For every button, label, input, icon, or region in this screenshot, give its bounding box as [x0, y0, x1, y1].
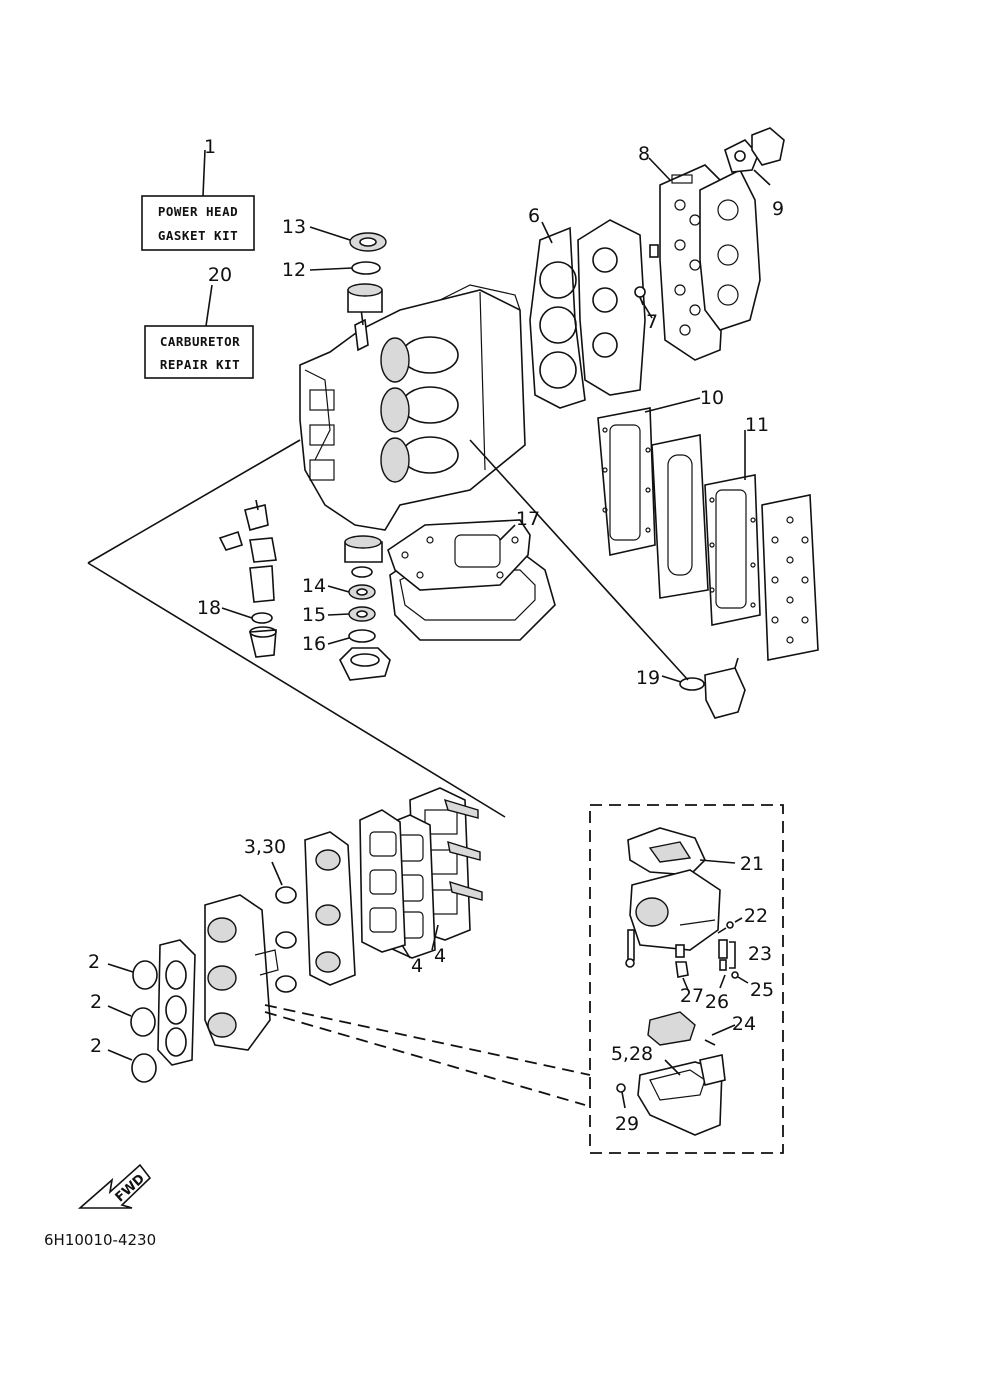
kit-20-line-2: REPAIR KIT — [160, 357, 240, 372]
callout-26: 26 — [705, 991, 729, 1013]
callout-20: 20 — [208, 264, 232, 286]
carburetor-repair-kit-box: CARBURETOR REPAIR KIT — [144, 284, 254, 379]
silencer-gasket — [157, 939, 196, 1066]
forward-arrow-icon: FWD — [77, 1163, 152, 1209]
head-cover — [699, 168, 761, 331]
carb-top-cover-21 — [627, 827, 706, 876]
fuel-pump — [704, 657, 746, 719]
kit-1-line-2: GASKET KIT — [158, 228, 238, 243]
callout-22: 22 — [744, 905, 768, 927]
callout-2a: 2 — [88, 951, 100, 973]
callout-14: 14 — [302, 575, 326, 597]
callout-2c: 2 — [90, 1035, 102, 1057]
callout-17: 17 — [516, 508, 540, 530]
oil-seal-13 — [349, 232, 387, 252]
callout-29: 29 — [615, 1113, 639, 1135]
gasket-2 — [130, 960, 158, 1083]
pilot-jet-22 — [717, 921, 734, 934]
callout-15: 15 — [302, 604, 326, 626]
drain-screw-27 — [675, 961, 689, 978]
callout-7: 7 — [646, 311, 658, 333]
base-gasket-17 — [387, 519, 531, 591]
thermostat-gasket-9 — [724, 127, 785, 173]
o-ring-18 — [251, 612, 273, 624]
intake-gasket-4b — [359, 809, 406, 953]
oil-seal-15 — [348, 606, 376, 622]
carb-jets — [625, 929, 685, 968]
callout-18: 18 — [197, 597, 221, 619]
cylinder-block — [299, 284, 526, 531]
callout-25: 25 — [750, 979, 774, 1001]
callout-27: 27 — [680, 985, 704, 1007]
exhaust-gasket-10 — [597, 407, 656, 556]
callout-11: 11 — [745, 414, 769, 436]
gasket-3-30 — [275, 886, 297, 993]
callout-1: 1 — [204, 136, 216, 158]
callout-21: 21 — [740, 853, 764, 875]
kit-20-line-1: CARBURETOR — [160, 334, 240, 349]
carb-body — [629, 869, 721, 951]
fuel-pump-gasket-19 — [679, 677, 705, 691]
callout-5-28: 5,28 — [611, 1043, 653, 1065]
exhaust-inner-plate — [651, 434, 709, 599]
main-jet-23 — [718, 939, 736, 971]
strainer-cup — [249, 626, 277, 658]
callout-6: 6 — [528, 205, 540, 227]
screw-29 — [616, 1083, 626, 1093]
callout-4a: 4 — [411, 955, 423, 977]
callout-24: 24 — [732, 1013, 756, 1035]
power-head-gasket-kit-box: POWER HEAD GASKET KIT — [141, 149, 255, 251]
bearing-housing — [347, 283, 383, 313]
float-bowl-5-28 — [637, 1054, 726, 1136]
callout-9: 9 — [772, 198, 784, 220]
exhaust-cover — [761, 494, 819, 661]
oil-seal-14 — [348, 584, 376, 600]
kit-1-line-1: POWER HEAD — [158, 204, 238, 219]
drawing-code: 6H10010-4230 — [44, 1231, 156, 1249]
lower-bearing-housing — [344, 535, 383, 578]
callout-10: 10 — [700, 387, 724, 409]
o-ring-16 — [348, 629, 376, 643]
anode-cover — [218, 499, 277, 603]
callout-4b: 4 — [434, 945, 446, 967]
callout-8: 8 — [638, 143, 650, 165]
head-gasket-6 — [529, 226, 586, 409]
float-24 — [647, 1011, 716, 1046]
callout-19: 19 — [636, 667, 660, 689]
carburetors — [204, 894, 279, 1051]
callout-23: 23 — [748, 943, 772, 965]
cylinder-head — [577, 219, 646, 396]
callout-12: 12 — [282, 259, 306, 281]
callout-3-30: 3,30 — [244, 836, 286, 858]
exhaust-gasket-11 — [704, 474, 761, 626]
intake-manifold — [304, 831, 356, 986]
carburetor-detail-box — [589, 804, 784, 1154]
callout-13: 13 — [282, 216, 306, 238]
o-ring-12 — [351, 261, 381, 275]
float-needle-25 — [731, 971, 749, 984]
lower-housing-cap — [339, 647, 391, 681]
callout-16: 16 — [302, 633, 326, 655]
callout-2b: 2 — [90, 991, 102, 1013]
